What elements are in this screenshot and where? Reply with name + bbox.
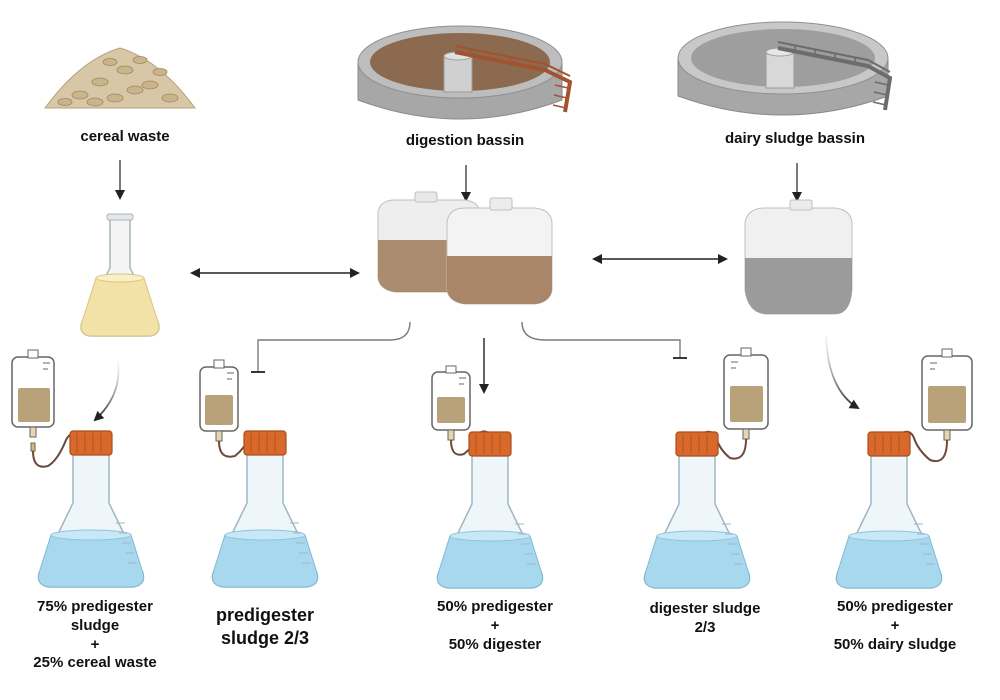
predigester-flask-icon [80, 213, 160, 337]
output-3-line-3: 50% digester [448, 635, 542, 653]
output-1-line-3: + [90, 635, 100, 653]
output-5-line-3: 50% dairy sludge [833, 635, 957, 653]
bottom-flask-3-icon [431, 365, 544, 589]
output-5-line-2: + [890, 616, 900, 634]
cereal-pile-icon [44, 47, 196, 109]
output-5-line-1: 50% predigester [837, 598, 953, 615]
connector-cereal-to-flask1 [93, 361, 120, 422]
connector-digester-to-flask2 [257, 321, 411, 372]
output-2-line-1: predigester [215, 605, 315, 625]
output-1-line-1: 75% predigester [37, 598, 153, 615]
output-label-2: predigester sludge 2/3 [180, 604, 350, 649]
dairy-container-icon [744, 199, 853, 315]
bottom-flask-2-icon [199, 359, 319, 588]
digester-containers-icon [377, 191, 553, 305]
output-3-line-2: + [490, 616, 500, 634]
connector-digester-to-flask4 [521, 321, 681, 358]
output-label-5: 50% predigester + 50% dairy sludge [800, 598, 990, 654]
output-1-line-4: 25% cereal waste [33, 654, 157, 672]
label-dairy-bassin: dairy sludge bassin [724, 130, 866, 147]
output-3-line-1: 50% predigester [437, 598, 553, 615]
bottom-flask-5-icon [835, 348, 973, 589]
label-cereal-waste: cereal waste [80, 128, 170, 145]
output-1-line-2: sludge [70, 616, 120, 634]
label-digestion-bassin: digestion bassin [405, 132, 525, 149]
output-4-line-2: 2/3 [694, 618, 716, 636]
output-label-3: 50% predigester + 50% digester [405, 598, 585, 654]
digestion-bassin-icon [357, 25, 573, 120]
bottom-flask-1-icon [11, 349, 145, 588]
output-2-line-2: sludge 2/3 [220, 627, 310, 648]
output-label-1: 75% predigester sludge + 25% cereal wast… [5, 598, 185, 673]
dairy-bassin-icon [677, 21, 893, 116]
output-label-4: digester sludge 2/3 [615, 600, 795, 638]
connector-dairy-to-flask5 [825, 335, 860, 410]
bottom-flask-4-icon [643, 347, 769, 589]
output-4-line-1: digester sludge [649, 600, 761, 617]
